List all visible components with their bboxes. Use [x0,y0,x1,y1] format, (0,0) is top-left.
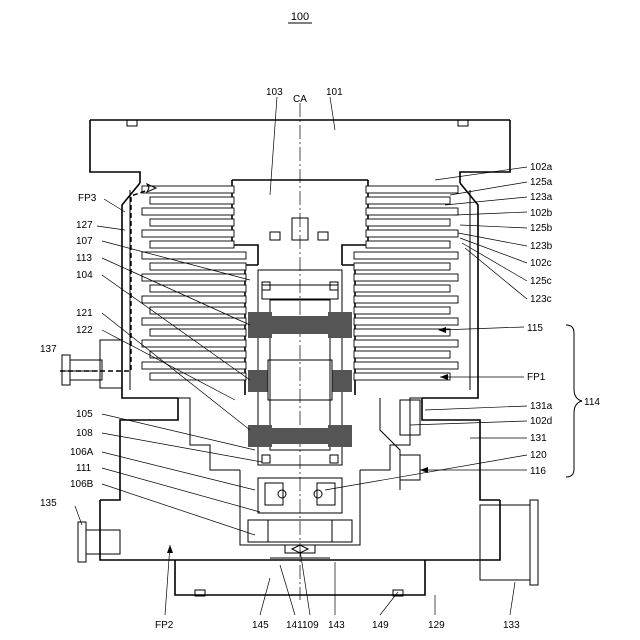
label-133: 133 [503,620,520,631]
right-blade-stack [354,186,458,380]
label-102b: 102b [530,208,553,219]
svg-text:100: 100 [291,11,309,23]
label-109: 109 [302,620,319,631]
label-145: 145 [252,620,269,631]
label-114: 114 [584,397,600,408]
label-122: 122 [76,325,93,336]
label-fp2: FP2 [155,620,174,631]
label-143: 143 [328,620,345,631]
bracket-114 [566,325,582,477]
label-123a: 123a [530,192,553,203]
label-106b: 106B [70,479,94,490]
label-105: 105 [76,409,93,420]
label-107: 107 [76,236,93,247]
label-102a: 102a [530,162,553,173]
label-127: 127 [76,220,93,231]
label-106a: 106A [70,447,94,458]
label-129: 129 [428,620,445,631]
label-104: 104 [76,270,93,281]
label-125a: 125a [530,177,553,188]
label-102c: 102c [530,258,552,269]
purge-port-137 [60,340,122,388]
label-113: 113 [76,253,92,264]
label-123c: 123c [530,294,552,305]
label-fp1: FP1 [527,372,546,383]
flow-path-fp3 [60,190,148,371]
label-116: 116 [530,466,546,477]
label-115: 115 [527,323,543,334]
label-120: 120 [530,450,547,461]
label-101: 101 [326,87,343,98]
center-axis-label: CA [293,94,307,105]
label-fp3: FP3 [78,193,97,204]
label-141: 141 [286,620,303,631]
label-131: 131 [530,433,547,444]
inlet-port-135 [78,522,120,562]
label-123b: 123b [530,241,553,252]
label-111: 111 [76,463,92,474]
label-135: 135 [40,498,57,509]
label-103: 103 [266,87,283,98]
label-102d: 102d [530,416,552,427]
figure-number: 100 [288,11,312,23]
exhaust-port-133 [480,500,538,585]
label-121: 121 [76,308,93,319]
label-108: 108 [76,428,93,439]
label-137: 137 [40,344,57,355]
label-125b: 125b [530,223,553,234]
label-149: 149 [372,620,389,631]
label-131a: 131a [530,401,553,412]
label-125c: 125c [530,276,552,287]
